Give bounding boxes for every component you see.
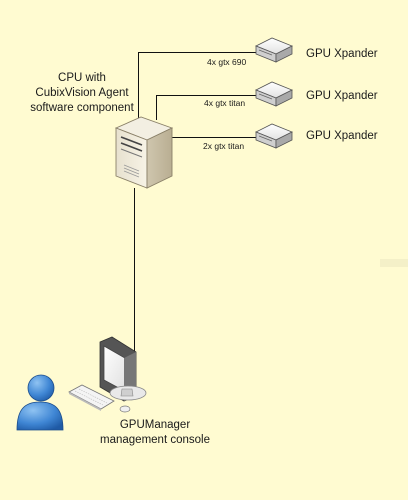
gpu-count-label: 4x gtx 690 <box>207 57 247 67</box>
link-line-1 <box>138 52 257 150</box>
console-label: GPUManager management console <box>80 418 230 448</box>
mouse-icon <box>119 405 131 413</box>
user-icon <box>16 374 64 431</box>
cpu-label-line: software component <box>30 102 134 114</box>
keyboard-icon <box>68 384 115 411</box>
link-line-2 <box>156 95 257 120</box>
gpu-count-label: 2x gtx titan <box>203 141 245 151</box>
cpu-label-line: CubixVision Agent <box>35 87 129 99</box>
cpu-label-line: CPU with <box>58 72 106 84</box>
decor-stripe <box>380 259 408 267</box>
server-tower-icon <box>114 116 174 189</box>
gpu-xpander-icon <box>255 37 293 63</box>
console-label-line: management console <box>100 434 210 446</box>
gpu-xpander-label: GPU Xpander <box>306 48 378 60</box>
monitor-icon <box>99 336 147 402</box>
gpu-xpander-icon <box>255 81 293 107</box>
gpu-xpander-icon <box>255 123 293 149</box>
cpu-label: CPU with CubixVision Agent software comp… <box>22 71 142 116</box>
connection-lines <box>134 52 257 372</box>
gpu-xpander-label: GPU Xpander <box>306 130 378 142</box>
gpu-xpander-label: GPU Xpander <box>306 90 378 102</box>
gpu-count-label: 4x gtx titan <box>204 98 246 108</box>
console-label-line: GPUManager <box>119 419 191 431</box>
